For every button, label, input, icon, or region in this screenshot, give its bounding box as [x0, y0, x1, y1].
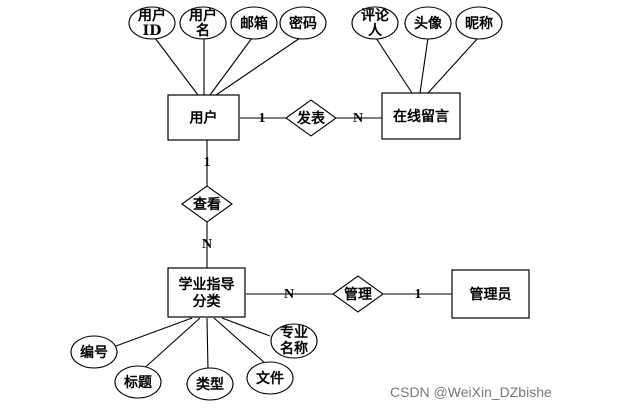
entity-message-label: 在线留言: [393, 108, 449, 125]
line-reviewer-message: [375, 37, 413, 94]
attribute-major-name: 专业 名称: [270, 323, 318, 359]
cardinality-user-publish: 1: [259, 111, 266, 126]
entity-user: 用户: [167, 94, 240, 141]
entity-category-label-line1: 学业指导: [179, 276, 235, 293]
attribute-user-name-line2: 名: [196, 22, 210, 39]
attribute-type: 类型: [186, 367, 234, 401]
attribute-user-id: 用户 ID: [128, 6, 176, 40]
attribute-nickname: 昵称: [455, 6, 503, 40]
attribute-user-name: 用户 名: [179, 6, 227, 40]
attribute-reviewer-line1: 评论: [361, 7, 390, 24]
attribute-user-name-line1: 用户: [189, 7, 217, 24]
relationship-manage: 管理: [332, 275, 384, 313]
attribute-password: 密码: [279, 6, 327, 40]
line-avatar-message: [419, 37, 429, 94]
cardinality-publish-message: N: [353, 111, 363, 126]
attribute-title: 标题: [114, 365, 162, 399]
entity-admin-label: 管理员: [470, 286, 512, 303]
relationship-manage-label: 管理: [344, 286, 372, 303]
entity-user-label: 用户: [190, 110, 218, 127]
attribute-nickname-label: 昵称: [465, 15, 493, 32]
relationship-publish: 发表: [285, 99, 337, 137]
attribute-file: 文件: [246, 361, 294, 395]
attribute-user-id-line2: ID: [143, 23, 162, 39]
watermark: CSDN @WeiXin_DZbishe: [390, 384, 552, 400]
entity-online-message: 在线留言: [381, 92, 461, 140]
attribute-number: 编号: [70, 335, 118, 369]
relationship-publish-label: 发表: [296, 110, 326, 127]
line-title-category: [139, 317, 201, 373]
cardinalities: 1 N 1 N N 1: [202, 111, 422, 302]
cardinality-view-category: N: [202, 237, 212, 252]
entity-admin: 管理员: [451, 269, 530, 319]
line-email-user: [209, 37, 253, 96]
attribute-email: 邮箱: [230, 6, 278, 40]
attribute-user-id-line1: 用户: [138, 7, 166, 24]
connectors: [115, 37, 479, 373]
line-nickname-message: [427, 37, 479, 94]
attribute-type-label: 类型: [196, 376, 224, 393]
entity-category-label-line2: 分类: [193, 293, 222, 310]
attribute-reviewer: 评论 人: [351, 6, 399, 40]
attribute-password-label: 密码: [288, 15, 317, 32]
entity-study-guide-category: 学业指导 分类: [167, 267, 246, 318]
attribute-major-line2: 名称: [280, 340, 308, 357]
line-file-category: [213, 317, 267, 365]
line-userid-user: [154, 37, 199, 96]
attribute-reviewer-line2: 人: [368, 22, 383, 39]
cardinality-category-manage: N: [284, 287, 294, 302]
attribute-file-label: 文件: [256, 370, 284, 387]
line-type-category: [206, 317, 209, 371]
cardinality-manage-admin: 1: [415, 287, 422, 302]
line-password-user: [215, 37, 301, 96]
attribute-major-line1: 专业: [280, 324, 308, 341]
attribute-number-label: 编号: [80, 344, 108, 361]
attribute-avatar: 头像: [404, 6, 452, 40]
attribute-title-label: 标题: [123, 374, 153, 391]
cardinality-user-view: 1: [204, 155, 211, 170]
relationship-view-label: 查看: [193, 196, 221, 213]
attribute-avatar-label: 头像: [414, 15, 443, 32]
attribute-email-label: 邮箱: [240, 15, 268, 32]
line-major-category: [221, 317, 271, 337]
line-number-category: [115, 317, 193, 347]
relationship-view: 查看: [181, 185, 233, 223]
